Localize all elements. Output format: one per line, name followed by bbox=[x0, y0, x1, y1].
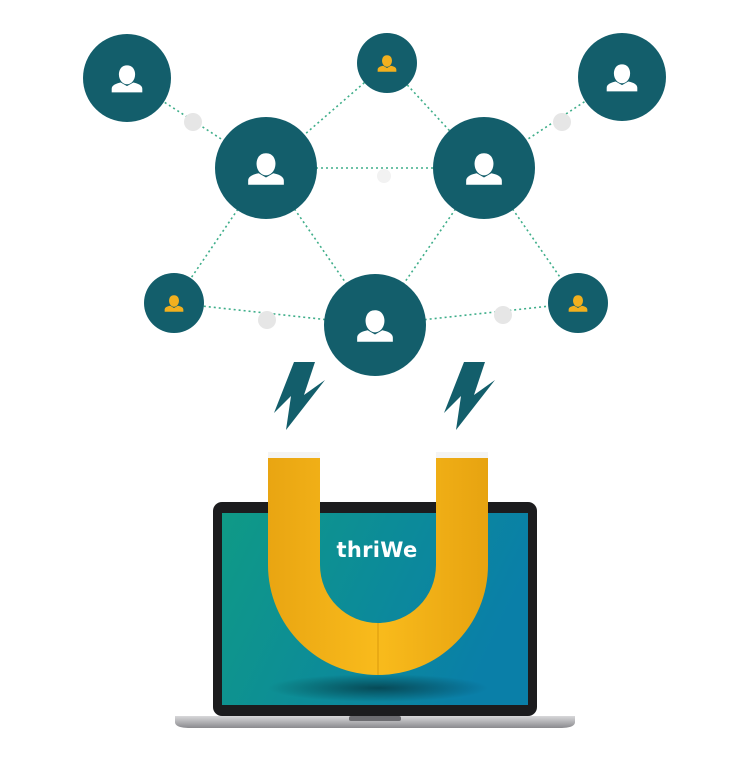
network-node-large bbox=[215, 117, 317, 219]
connector-dot bbox=[553, 113, 571, 131]
brand-logo: thriWe bbox=[336, 538, 417, 562]
laptop-base bbox=[175, 716, 575, 728]
connector-dots bbox=[184, 113, 571, 329]
magnet bbox=[268, 436, 488, 675]
connector-line bbox=[374, 302, 579, 326]
network-node-small bbox=[357, 33, 417, 93]
lightning-icon bbox=[444, 362, 495, 430]
laptop-notch bbox=[349, 716, 401, 721]
connector-dot bbox=[184, 113, 202, 131]
connector-dot bbox=[377, 169, 391, 183]
lightning-bolts bbox=[274, 362, 495, 430]
connector-dot bbox=[258, 311, 276, 329]
network-node-large bbox=[433, 117, 535, 219]
network-node-small bbox=[548, 273, 608, 333]
connector-line bbox=[173, 302, 376, 326]
network-node-large bbox=[83, 34, 171, 122]
lightning-icon bbox=[274, 362, 325, 430]
network-node-large bbox=[578, 33, 666, 121]
network-nodes bbox=[83, 33, 666, 376]
connector-line bbox=[386, 62, 485, 169]
network-node-small bbox=[144, 273, 204, 333]
magnet-shadow bbox=[268, 674, 488, 702]
network-node-large bbox=[324, 274, 426, 376]
magnet-body bbox=[268, 456, 488, 675]
connector-dot bbox=[494, 306, 512, 324]
